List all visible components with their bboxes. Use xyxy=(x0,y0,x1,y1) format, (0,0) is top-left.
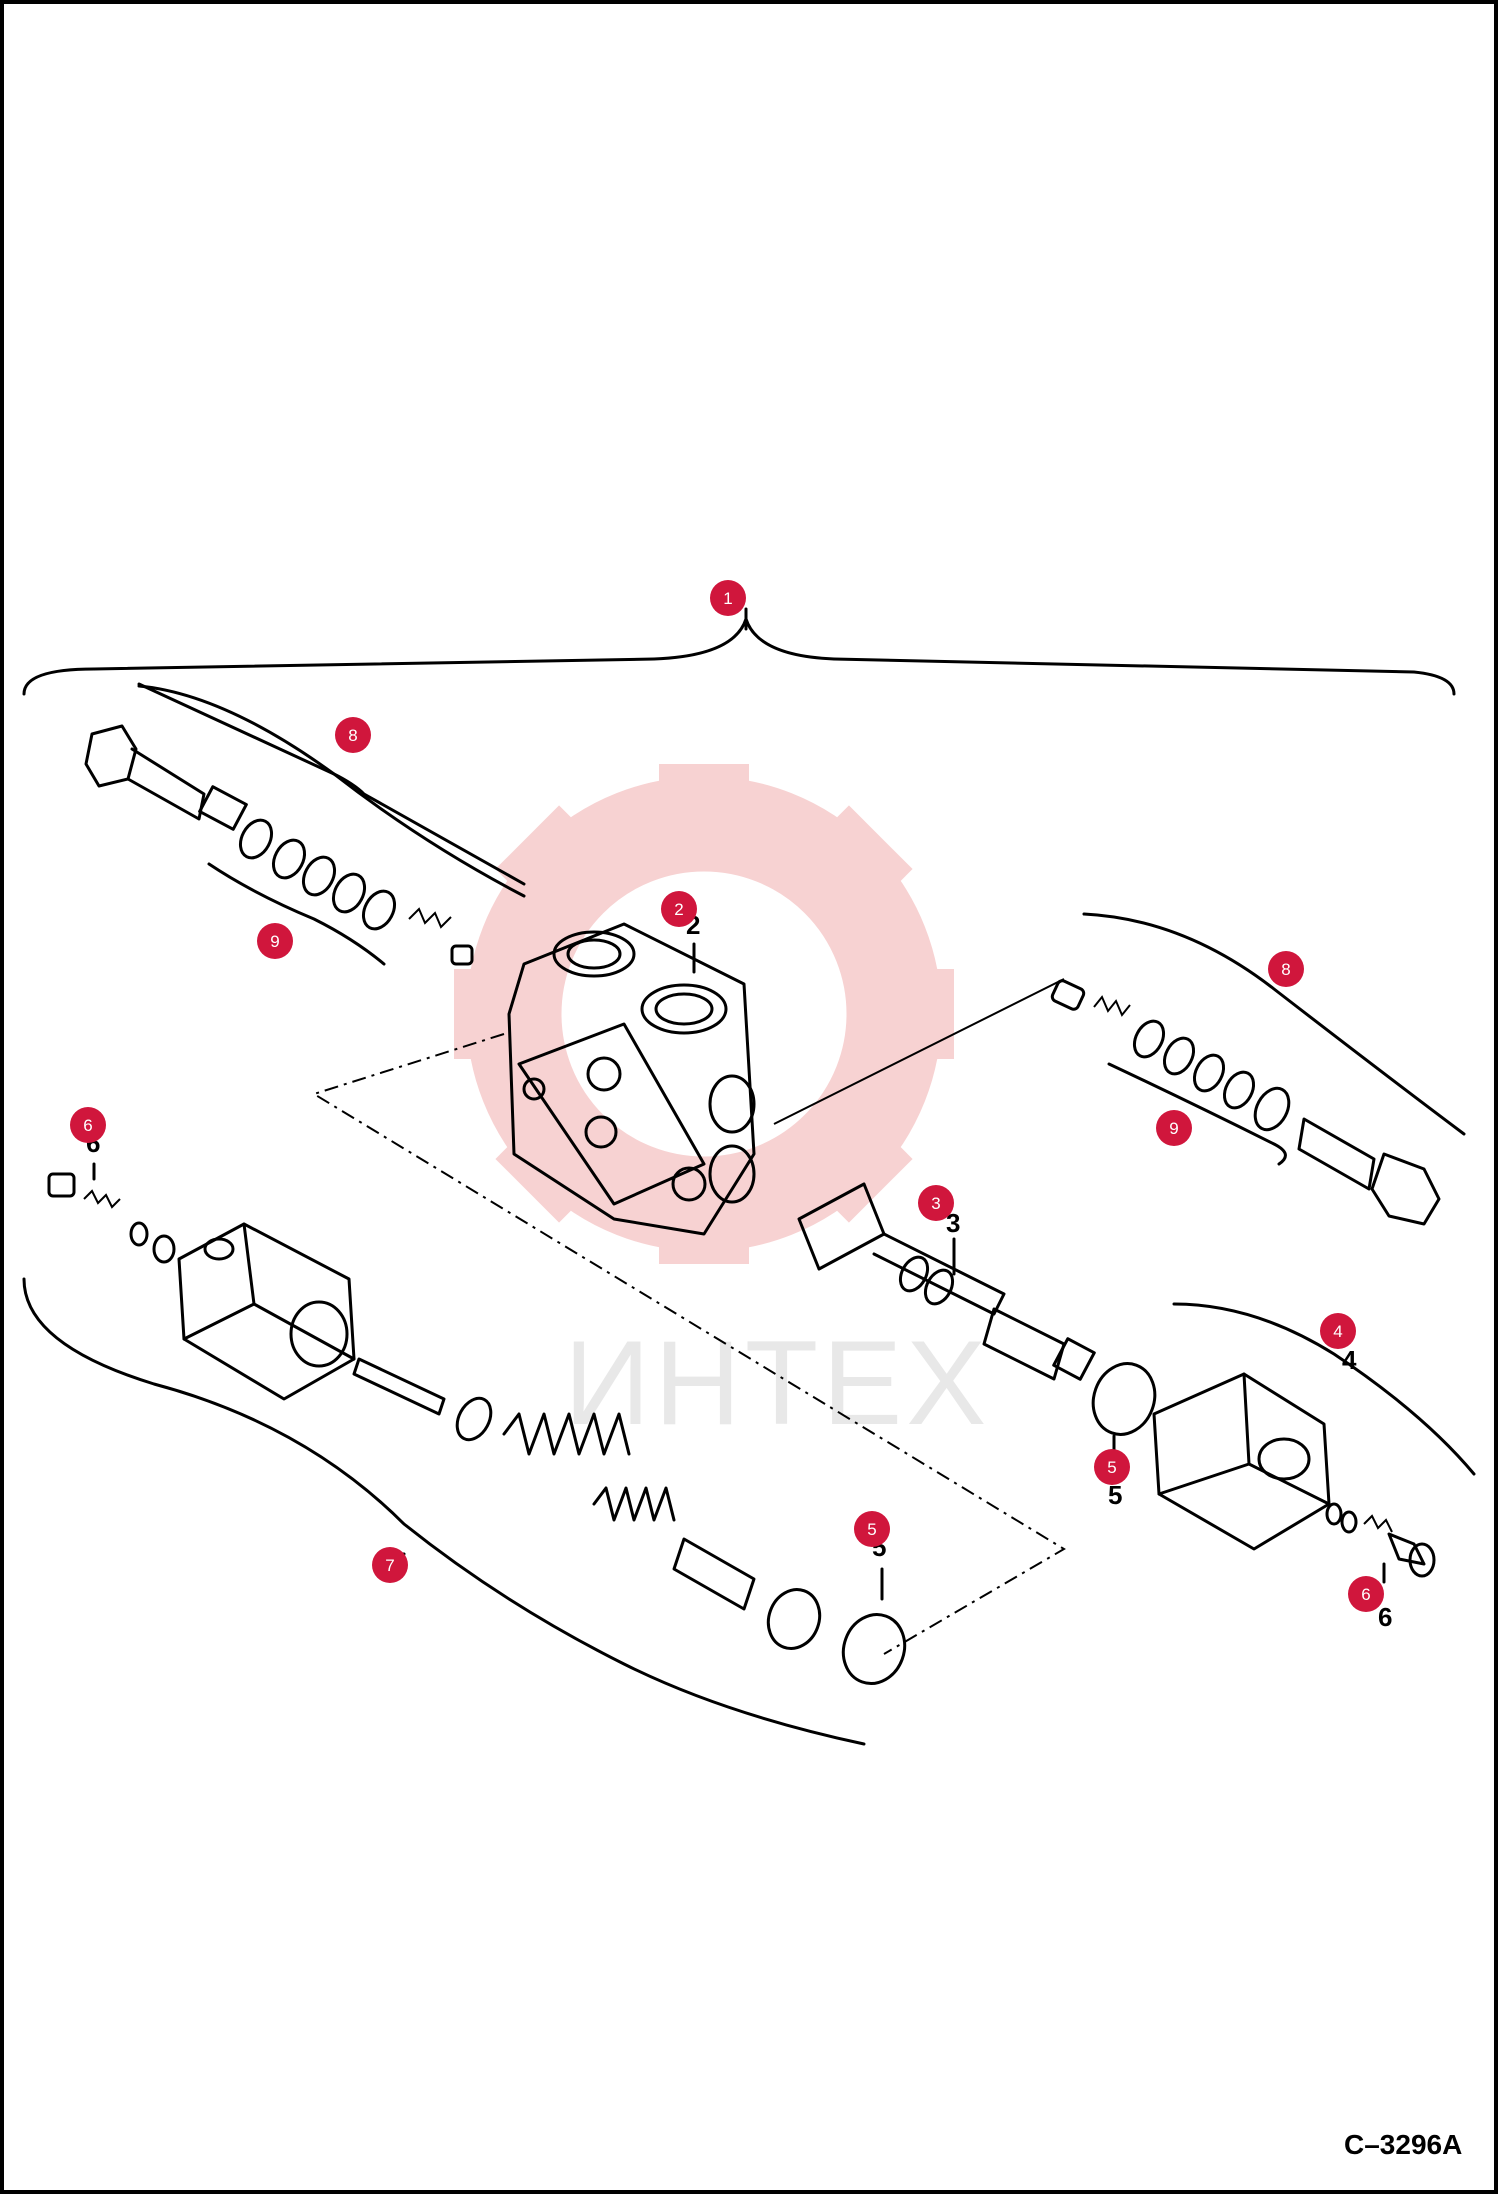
callout-badge-8-right: 8 xyxy=(1268,951,1304,987)
callout-badge-5-right: 5 xyxy=(1094,1449,1130,1485)
svg-text:8: 8 xyxy=(1281,960,1290,979)
left-relief-valve-assembly xyxy=(84,682,526,966)
brace-7 xyxy=(22,1277,866,1746)
svg-text:9: 9 xyxy=(270,932,279,951)
brace-8-left xyxy=(137,684,526,898)
label-4: 4 xyxy=(1342,1345,1357,1375)
spool xyxy=(797,1182,1096,1381)
label-6-right: 6 xyxy=(1378,1602,1392,1632)
right-relief-valve-assembly xyxy=(1050,979,1441,1226)
brace-9-left xyxy=(207,862,386,966)
screw-right xyxy=(1325,1502,1436,1578)
callout-badge-6-right: 6 xyxy=(1348,1576,1384,1612)
brace-4 xyxy=(1172,1302,1476,1476)
callout-badge-5-left: 5 xyxy=(854,1511,890,1547)
o-ring-right xyxy=(1091,1362,1157,1436)
valve-body xyxy=(507,922,756,1236)
svg-text:1: 1 xyxy=(723,589,732,608)
callout-badge-6-left: 6 xyxy=(70,1107,106,1143)
assembly-brace xyxy=(22,617,1456,696)
brace-9-right xyxy=(1107,1062,1287,1166)
svg-text:2: 2 xyxy=(674,900,683,919)
callout-badge-7: 7 xyxy=(372,1547,408,1583)
callout-badge-9-left: 9 xyxy=(257,923,293,959)
centerline-left xyxy=(311,1033,1066,1655)
callout-badge-2: 2 xyxy=(661,891,697,927)
o-ring-left xyxy=(841,1613,907,1685)
svg-text:6: 6 xyxy=(1361,1585,1370,1604)
callout-badge-9-right: 9 xyxy=(1156,1110,1192,1146)
spring-assembly xyxy=(352,1357,822,1650)
drawing-reference: C–3296A xyxy=(1344,2129,1462,2160)
label-5-right: 5 xyxy=(1108,1480,1122,1510)
brace-8-right xyxy=(1082,912,1466,1136)
centerline-right xyxy=(773,978,1065,1125)
svg-text:8: 8 xyxy=(348,726,357,745)
end-cap-right xyxy=(1152,1372,1331,1551)
callout-badge-4: 4 xyxy=(1320,1313,1356,1349)
label-3: 3 xyxy=(946,1208,960,1238)
svg-text:6: 6 xyxy=(83,1116,92,1135)
end-cap-left xyxy=(177,1222,356,1401)
svg-text:3: 3 xyxy=(931,1194,940,1213)
screw-left xyxy=(47,1172,176,1264)
watermark-gear-icon xyxy=(454,764,954,1264)
callout-badge-8-left: 8 xyxy=(335,717,371,753)
svg-text:5: 5 xyxy=(1107,1458,1116,1477)
exploded-valve-diagram: ИНТЕХ xyxy=(22,580,1476,2160)
callout-badge-3: 3 xyxy=(918,1185,954,1221)
svg-text:5: 5 xyxy=(867,1520,876,1539)
callout-badge-1: 1 xyxy=(710,580,746,616)
svg-text:9: 9 xyxy=(1169,1119,1178,1138)
watermark-text: ИНТЕХ xyxy=(564,1316,990,1450)
svg-text:7: 7 xyxy=(385,1556,394,1575)
svg-text:4: 4 xyxy=(1333,1322,1342,1341)
